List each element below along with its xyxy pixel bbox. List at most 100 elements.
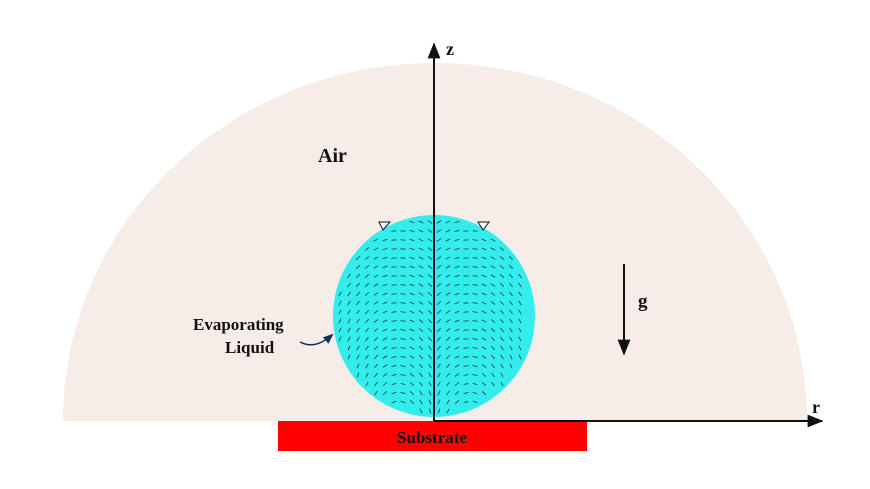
velocity-arrow xyxy=(365,372,369,378)
velocity-arrow xyxy=(373,328,379,332)
velocity-arrow xyxy=(428,381,432,387)
velocity-arrow xyxy=(454,382,460,386)
velocity-arrow xyxy=(418,265,424,269)
velocity-arrow xyxy=(454,373,460,377)
velocity-arrow xyxy=(373,363,379,369)
velocity-arrow xyxy=(364,274,370,278)
velocity-arrow xyxy=(436,318,442,324)
velocity-arrow xyxy=(374,372,378,378)
velocity-arrow xyxy=(409,247,415,251)
gravity-label: g xyxy=(638,291,648,312)
velocity-arrow xyxy=(427,256,433,260)
velocity-arrow xyxy=(436,265,442,269)
velocity-arrow xyxy=(518,345,522,351)
velocity-arrow xyxy=(437,363,441,369)
velocity-arrow xyxy=(355,264,361,270)
velocity-arrow xyxy=(382,337,388,341)
velocity-arrow xyxy=(373,319,379,323)
velocity-arrow xyxy=(472,275,478,277)
velocity-arrow xyxy=(437,390,441,396)
velocity-arrow xyxy=(427,274,433,278)
velocity-arrow xyxy=(373,354,379,360)
velocity-arrow xyxy=(382,390,388,396)
velocity-arrow xyxy=(518,336,522,342)
velocity-arrow xyxy=(338,300,342,306)
velocity-arrow xyxy=(382,292,388,296)
velocity-arrow xyxy=(427,247,433,251)
velocity-arrow xyxy=(427,229,433,233)
velocity-arrow xyxy=(428,372,432,378)
velocity-arrow xyxy=(427,238,433,242)
velocity-arrow xyxy=(428,408,432,414)
velocity-arrow xyxy=(445,274,451,278)
velocity-arrow xyxy=(518,282,522,288)
velocity-arrow xyxy=(409,265,415,269)
velocity-arrow xyxy=(437,336,441,342)
velocity-arrow xyxy=(436,274,442,278)
velocity-arrow xyxy=(391,329,397,331)
velocity-arrow xyxy=(509,309,513,315)
velocity-arrow xyxy=(499,265,505,269)
velocity-arrow xyxy=(409,301,415,305)
velocity-arrow xyxy=(409,355,415,359)
velocity-arrow xyxy=(446,381,450,387)
velocity-arrow xyxy=(445,283,451,287)
velocity-arrow xyxy=(391,391,397,395)
velocity-arrow xyxy=(409,373,415,377)
velocity-arrow xyxy=(481,283,487,287)
velocity-arrow xyxy=(518,327,522,333)
velocity-arrow xyxy=(481,301,487,305)
velocity-arrow xyxy=(500,381,504,387)
velocity-arrow xyxy=(356,336,360,342)
velocity-arrow xyxy=(454,238,460,242)
velocity-arrow xyxy=(428,399,432,405)
velocity-field xyxy=(338,220,522,414)
velocity-arrow xyxy=(418,354,424,360)
velocity-arrow xyxy=(356,345,360,351)
velocity-arrow xyxy=(382,310,388,314)
velocity-arrow xyxy=(454,274,460,278)
liquid-label-line1: Evaporating xyxy=(193,315,284,334)
velocity-arrow xyxy=(347,273,351,279)
velocity-arrow xyxy=(472,338,478,340)
velocity-arrow xyxy=(418,319,424,323)
velocity-arrow xyxy=(490,283,496,287)
velocity-arrow xyxy=(400,373,406,377)
velocity-arrow xyxy=(445,256,451,260)
velocity-arrow xyxy=(418,363,424,369)
velocity-arrow xyxy=(445,310,451,314)
velocity-arrow xyxy=(428,345,432,351)
velocity-arrow xyxy=(437,354,441,360)
velocity-arrow xyxy=(419,390,423,396)
velocity-arrow xyxy=(463,302,469,304)
velocity-arrow xyxy=(518,354,522,360)
velocity-arrow xyxy=(418,274,424,278)
velocity-arrow xyxy=(364,265,370,269)
velocity-arrow xyxy=(446,399,450,405)
velocity-arrow xyxy=(436,327,442,333)
liquid-label-line2: Liquid xyxy=(225,338,275,357)
velocity-arrow xyxy=(472,320,478,322)
substrate xyxy=(278,421,587,451)
velocity-arrow xyxy=(382,364,388,368)
velocity-arrow xyxy=(454,292,460,296)
velocity-arrow xyxy=(500,372,504,378)
velocity-arrow xyxy=(518,318,522,324)
velocity-arrow xyxy=(400,293,406,295)
velocity-arrow xyxy=(347,354,351,360)
velocity-arrow xyxy=(518,273,522,279)
velocity-arrow xyxy=(490,336,496,342)
velocity-arrow xyxy=(418,310,424,314)
velocity-arrow xyxy=(427,265,433,269)
velocity-arrow xyxy=(365,363,369,369)
velocity-arrow xyxy=(356,372,360,378)
velocity-arrow xyxy=(490,265,496,269)
velocity-arrow xyxy=(428,336,432,342)
velocity-arrow xyxy=(463,356,469,358)
velocity-arrow xyxy=(364,283,370,287)
velocity-arrow xyxy=(472,239,478,241)
velocity-arrow xyxy=(436,300,442,306)
velocity-arrow xyxy=(427,220,433,224)
velocity-arrow xyxy=(382,355,388,359)
velocity-arrow xyxy=(437,408,441,414)
